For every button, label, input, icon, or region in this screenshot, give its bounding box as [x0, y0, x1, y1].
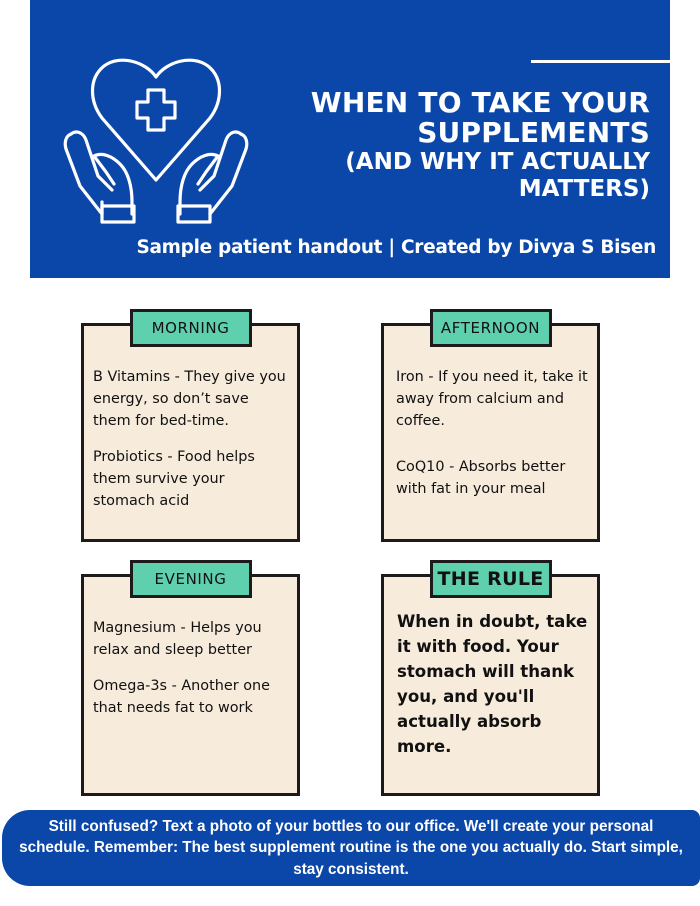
- card-afternoon: AFTERNOON Iron - If you need it, take it…: [381, 309, 600, 542]
- footer-text: Still confused? Text a photo of your bot…: [19, 817, 683, 878]
- title-line-2: SUPPLEMENTS: [417, 116, 650, 150]
- card-label-evening: EVENING: [129, 560, 252, 598]
- page-title: WHEN TO TAKE YOUR SUPPLEMENTS (AND WHY I…: [230, 86, 650, 203]
- header-banner: [30, 0, 670, 278]
- card-item: Magnesium - Helps you relax and sleep be…: [93, 620, 262, 658]
- decorative-rule-line: [531, 60, 670, 63]
- card-label-afternoon: AFTERNOON: [429, 309, 552, 347]
- card-body-evening: Magnesium - Helps you relax and sleep be…: [93, 617, 289, 733]
- card-body-morning: B Vitamins - They give you energy, so do…: [93, 366, 289, 526]
- heart-in-hands-medical-cross-icon: [63, 58, 249, 224]
- card-item: Iron - If you need it, take it away from…: [396, 369, 588, 429]
- card-item: B Vitamins - They give you energy, so do…: [93, 369, 286, 429]
- card-item: Omega-3s - Another one that needs fat to…: [93, 678, 270, 716]
- card-body-the-rule: When in doubt, take it with food. Your s…: [397, 612, 588, 756]
- title-line-1: WHEN TO TAKE YOUR: [310, 86, 650, 119]
- card-evening: EVENING Magnesium - Helps you relax and …: [81, 560, 300, 796]
- card-label-morning: MORNING: [129, 309, 252, 347]
- subtitle-byline: Sample patient handout | Created by Divy…: [136, 237, 656, 258]
- card-item: Probiotics - Food helps them survive you…: [93, 449, 255, 509]
- title-line-4: MATTERS): [518, 176, 650, 203]
- card-item: CoQ10 - Absorbs better with fat in your …: [396, 459, 566, 497]
- card-the-rule: THE RULE When in doubt, take it with foo…: [381, 560, 600, 796]
- title-line-3: (AND WHY IT ACTUALLY: [345, 149, 650, 176]
- card-label-the-rule: THE RULE: [429, 560, 552, 598]
- card-body-afternoon: Iron - If you need it, take it away from…: [396, 366, 591, 514]
- footer-callout: Still confused? Text a photo of your bot…: [2, 810, 700, 886]
- card-morning: MORNING B Vitamins - They give you energ…: [81, 309, 300, 542]
